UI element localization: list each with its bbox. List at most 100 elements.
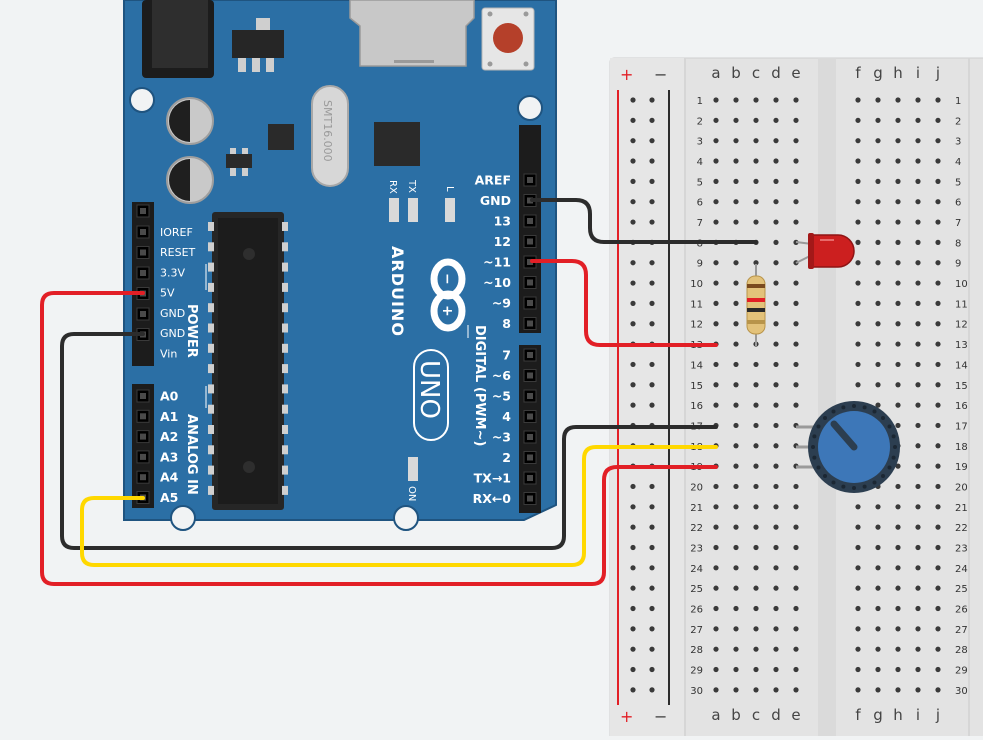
digital-pin[interactable] [523,451,537,464]
analog-header[interactable] [132,384,154,508]
breadboard-hole[interactable] [733,585,739,591]
breadboard-hole[interactable] [895,422,901,429]
breadboard-hole[interactable] [915,138,921,144]
breadboard-hole[interactable] [713,585,719,591]
digital-pin[interactable] [523,235,537,248]
breadboard-hole[interactable] [875,178,881,184]
rail-hole[interactable] [630,544,636,551]
breadboard-hole[interactable] [935,443,941,449]
breadboard-hole[interactable] [875,626,881,632]
breadboard-holes[interactable] [630,97,941,693]
breadboard-hole[interactable] [773,341,779,347]
breadboard-hole[interactable] [713,504,719,510]
breadboard-hole[interactable] [773,402,779,408]
breadboard-hole[interactable] [875,504,881,510]
breadboard-hole[interactable] [713,605,719,612]
breadboard-hole[interactable] [915,463,921,469]
breadboard-hole[interactable] [855,321,861,327]
breadboard-hole[interactable] [895,341,901,347]
digital-pin[interactable] [523,410,537,423]
breadboard-hole[interactable] [733,178,739,184]
breadboard-hole[interactable] [713,382,719,388]
breadboard-hole[interactable] [713,219,719,225]
rail-hole[interactable] [649,117,655,123]
breadboard-hole[interactable] [713,626,719,632]
breadboard-hole[interactable] [895,280,901,286]
rail-hole[interactable] [649,199,655,205]
breadboard-hole[interactable] [793,646,799,652]
breadboard-hole[interactable] [935,239,941,245]
breadboard-hole[interactable] [875,321,881,327]
breadboard-hole[interactable] [915,321,921,327]
rail-hole[interactable] [630,483,636,490]
rail-hole[interactable] [649,158,655,164]
breadboard-hole[interactable] [895,402,901,408]
breadboard-hole[interactable] [773,361,779,368]
breadboard-hole[interactable] [875,687,881,693]
breadboard-hole[interactable] [773,605,779,612]
breadboard-hole[interactable] [935,382,941,388]
breadboard-hole[interactable] [935,422,941,429]
breadboard-hole[interactable] [915,443,921,449]
rail-hole[interactable] [630,300,636,306]
breadboard-hole[interactable] [793,300,799,306]
breadboard-hole[interactable] [915,524,921,530]
rail-hole[interactable] [630,687,636,693]
breadboard-hole[interactable] [915,239,921,245]
breadboard-hole[interactable] [793,585,799,591]
breadboard-hole[interactable] [855,544,861,551]
breadboard-hole[interactable] [935,158,941,164]
breadboard-hole[interactable] [713,666,719,673]
digital-header[interactable] [519,125,541,513]
breadboard-hole[interactable] [773,97,779,103]
breadboard-hole[interactable] [773,199,779,205]
rail-hole[interactable] [630,524,636,530]
breadboard-hole[interactable] [753,97,759,103]
breadboard-hole[interactable] [773,321,779,327]
breadboard-hole[interactable] [713,158,719,164]
breadboard-hole[interactable] [773,666,779,673]
breadboard-hole[interactable] [915,544,921,551]
breadboard-hole[interactable] [915,687,921,693]
analog-pin[interactable] [136,450,150,464]
breadboard-hole[interactable] [733,260,739,266]
breadboard-hole[interactable] [875,585,881,591]
power-pin[interactable] [136,204,150,218]
breadboard-hole[interactable] [895,178,901,184]
breadboard-hole[interactable] [773,463,779,469]
breadboard-hole[interactable] [915,280,921,286]
breadboard-hole[interactable] [895,300,901,306]
rail-hole[interactable] [649,585,655,591]
breadboard-hole[interactable] [753,524,759,530]
breadboard-hole[interactable] [935,280,941,286]
rail-hole[interactable] [649,138,655,144]
rail-hole[interactable] [649,178,655,184]
breadboard-hole[interactable] [753,666,759,673]
breadboard-hole[interactable] [895,199,901,205]
breadboard-hole[interactable] [753,178,759,184]
breadboard-hole[interactable] [895,219,901,225]
reset-button[interactable] [481,7,535,71]
breadboard-hole[interactable] [773,280,779,286]
breadboard-hole[interactable] [733,402,739,408]
breadboard-hole[interactable] [713,321,719,327]
breadboard-hole[interactable] [753,138,759,144]
breadboard-hole[interactable] [713,524,719,530]
breadboard-hole[interactable] [915,504,921,510]
breadboard-hole[interactable] [753,443,759,449]
breadboard-hole[interactable] [793,158,799,164]
breadboard-hole[interactable] [935,483,941,490]
breadboard-hole[interactable] [895,321,901,327]
breadboard-hole[interactable] [855,239,861,245]
breadboard-hole[interactable] [875,646,881,652]
breadboard-hole[interactable] [895,361,901,368]
breadboard-hole[interactable] [875,219,881,225]
breadboard-hole[interactable] [713,178,719,184]
breadboard-hole[interactable] [915,585,921,591]
breadboard-hole[interactable] [875,138,881,144]
breadboard-hole[interactable] [855,219,861,225]
breadboard-hole[interactable] [773,138,779,144]
rail-hole[interactable] [630,666,636,673]
